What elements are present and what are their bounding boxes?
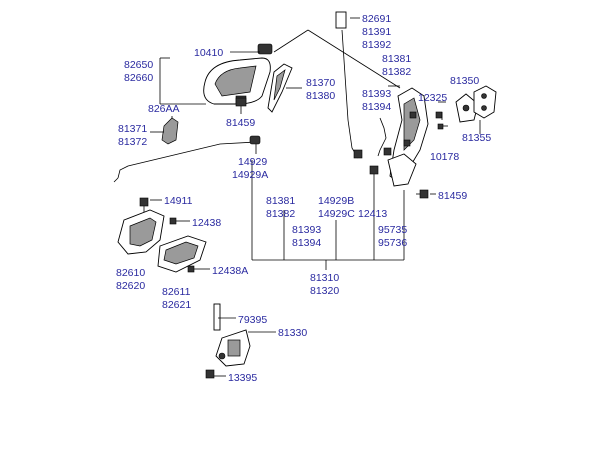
door-latch xyxy=(387,87,429,187)
label-82620: 82620 xyxy=(116,280,145,292)
label-82650: 82650 xyxy=(124,59,153,71)
label-95735: 95735 xyxy=(378,224,407,236)
label-82611: 82611 xyxy=(162,286,191,298)
label-81459-top: 81459 xyxy=(226,117,255,129)
label-81355: 81355 xyxy=(462,132,491,144)
rod-81393-upper xyxy=(377,117,392,157)
label-82691: 82691 xyxy=(362,13,391,25)
label-81320: 81320 xyxy=(310,285,339,297)
label-14929A: 14929A xyxy=(232,169,268,181)
door-checker xyxy=(205,303,251,379)
label-81381-top: 81381 xyxy=(382,53,411,65)
label-81391: 81391 xyxy=(362,26,391,38)
label-81310: 81310 xyxy=(310,272,339,284)
cap-826AA xyxy=(161,117,179,145)
label-14929C: 14929C xyxy=(318,208,355,220)
label-12325: 12325 xyxy=(418,92,447,104)
label-10410: 10410 xyxy=(194,47,223,59)
label-82610: 82610 xyxy=(116,267,145,279)
label-81382-top: 81382 xyxy=(382,66,411,78)
label-10178: 10178 xyxy=(430,151,459,163)
label-14911: 14911 xyxy=(164,195,193,207)
label-81372: 81372 xyxy=(118,136,147,148)
long-rod xyxy=(113,141,257,183)
label-82660: 82660 xyxy=(124,72,153,84)
label-81370: 81370 xyxy=(306,77,335,89)
bolt-12413 xyxy=(369,165,379,190)
label-79395: 79395 xyxy=(238,314,267,326)
inside-handle xyxy=(157,235,207,273)
label-81382-mid: 81382 xyxy=(266,208,295,220)
label-81330: 81330 xyxy=(278,327,307,339)
label-95736: 95736 xyxy=(378,237,407,249)
label-81393-mid: 81393 xyxy=(292,224,321,236)
label-13395: 13395 xyxy=(228,372,257,384)
label-81393-top: 81393 xyxy=(362,88,391,100)
clip-14929 xyxy=(249,135,261,145)
label-81394-top: 81394 xyxy=(362,101,391,113)
bolt-81459-top xyxy=(235,97,247,114)
label-82621: 82621 xyxy=(162,299,191,311)
label-81394-mid: 81394 xyxy=(292,237,321,249)
label-81459-right: 81459 xyxy=(438,190,467,202)
bolt-81459-right xyxy=(416,189,429,199)
label-14929: 14929 xyxy=(238,156,267,168)
inside-handle-housing xyxy=(117,197,165,255)
label-14929B: 14929B xyxy=(318,195,354,207)
label-81350: 81350 xyxy=(450,75,479,87)
label-81392: 81392 xyxy=(362,39,391,51)
screw-12438A xyxy=(187,265,200,273)
handle-cover xyxy=(267,63,293,113)
leader-lines xyxy=(150,17,481,377)
label-12438A: 12438A xyxy=(212,265,248,277)
striker xyxy=(455,85,497,123)
label-12438: 12438 xyxy=(192,217,221,229)
label-81380: 81380 xyxy=(306,90,335,102)
rod-81391 xyxy=(335,11,363,159)
label-12413: 12413 xyxy=(358,208,387,220)
part-labels: 82691 81391 81392 10410 82650 82660 8138… xyxy=(116,13,491,384)
screw-12438 xyxy=(169,217,182,225)
label-81381-mid: 81381 xyxy=(266,195,295,207)
label-81371: 81371 xyxy=(118,123,147,135)
label-826AA: 826AA xyxy=(148,103,180,115)
